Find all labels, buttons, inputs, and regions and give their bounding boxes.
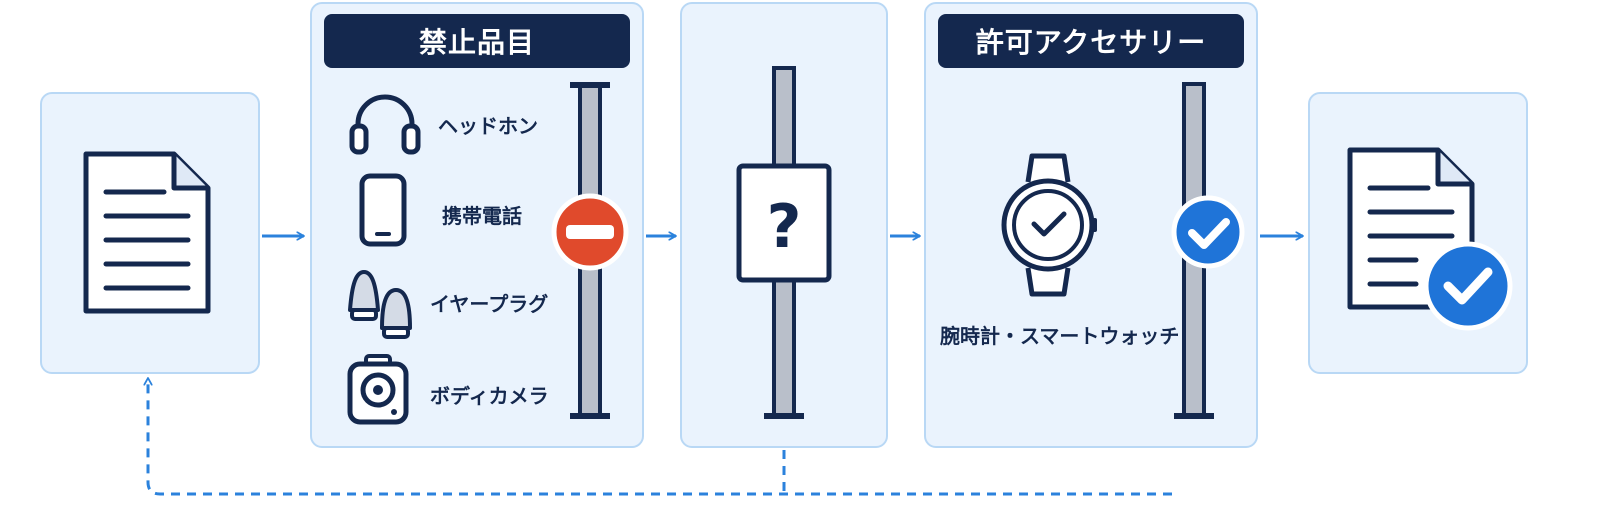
input-document-panel bbox=[40, 92, 260, 374]
prohibited-item-headphones: ヘッドホン bbox=[438, 114, 538, 138]
allowed-item-watch: 腕時計・スマートウォッチ bbox=[940, 324, 1180, 348]
watch-icon bbox=[1001, 153, 1097, 297]
allowed-accessories-header: 許可アクセサリー bbox=[938, 14, 1244, 68]
approved-document-icon bbox=[1347, 147, 1513, 331]
body-camera-icon bbox=[347, 354, 409, 425]
prohibited-items-header: 禁止品目 bbox=[324, 14, 630, 68]
approved-document-panel bbox=[1308, 92, 1528, 374]
document-icon bbox=[83, 151, 211, 314]
inspection-panel bbox=[680, 2, 888, 448]
headphones-icon bbox=[349, 94, 421, 155]
prohibited-items-panel: 禁止品目 ヘッドホン 携帯電話 イヤープラグ bbox=[310, 2, 644, 448]
prohibited-item-earplugs: イヤープラグ bbox=[430, 292, 549, 316]
mobile-phone-icon bbox=[359, 173, 407, 247]
prohibited-item-mobile-phone: 携帯電話 bbox=[442, 204, 522, 228]
prohibited-item-body-camera: ボディカメラ bbox=[430, 384, 549, 408]
earplugs-icon bbox=[348, 270, 412, 339]
allowed-accessories-panel: 許可アクセサリー 腕時計・スマートウォッチ bbox=[924, 2, 1258, 448]
